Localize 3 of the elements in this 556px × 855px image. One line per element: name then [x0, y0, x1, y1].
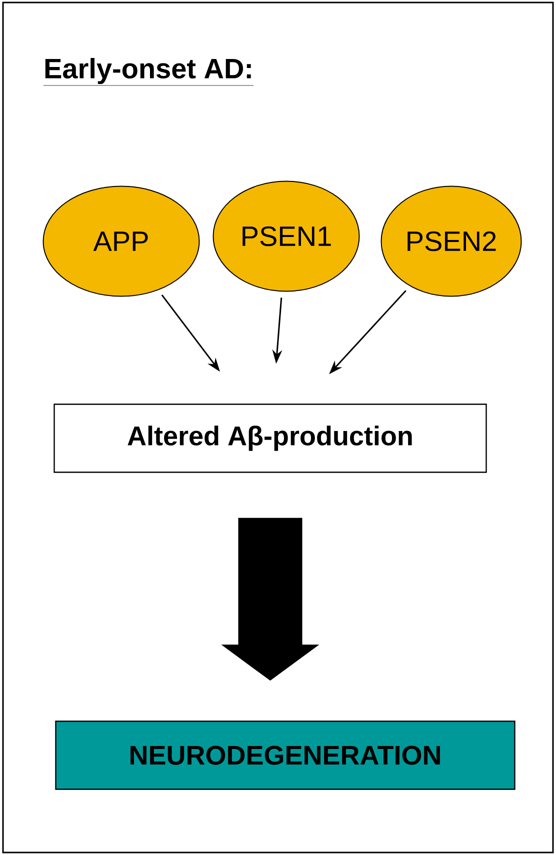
process-box: Altered Aβ-production [54, 404, 487, 473]
outcome-box: NEURODEGENERATION [55, 720, 516, 790]
block-arrow [221, 518, 320, 681]
